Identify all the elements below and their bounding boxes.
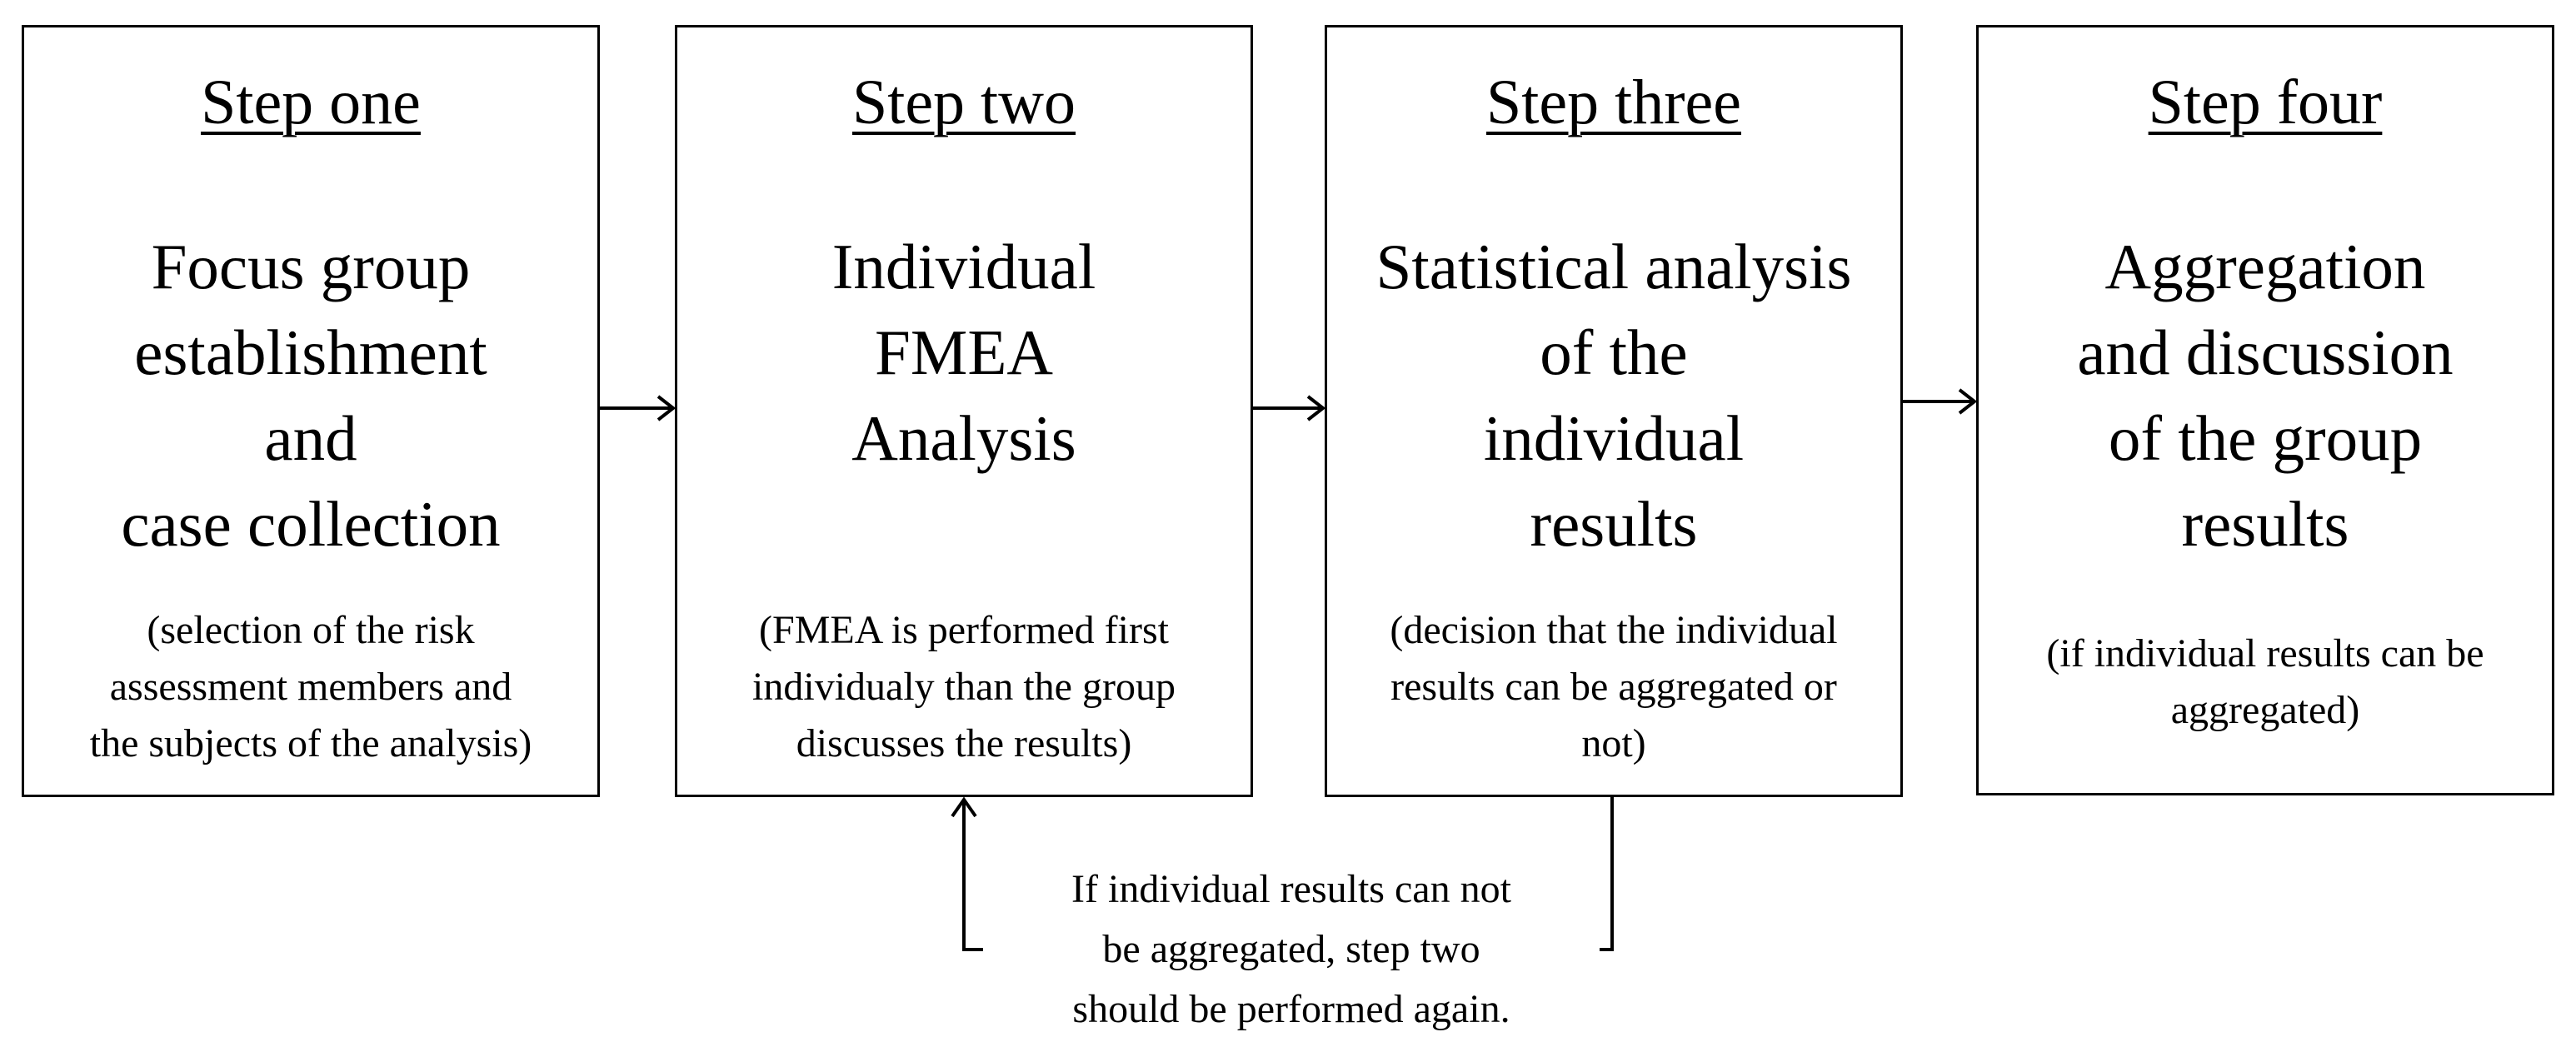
step-one-box: Step one Focus group establishment and c… <box>22 25 600 797</box>
step-two-note: (FMEA is performed first individualy tha… <box>677 602 1251 772</box>
step-three-description-line: of the <box>1540 317 1688 388</box>
step-three-description-line: individual <box>1483 402 1745 474</box>
step-three-title: Step three <box>1485 67 1741 137</box>
arrowhead-step3-to-step4 <box>1958 388 1978 415</box>
arrowhead-step1-to-step2 <box>656 395 676 421</box>
step-two-description: Individual FMEA Analysis <box>677 224 1251 481</box>
step-four-note: (if individual results can be aggregated… <box>1979 626 2552 739</box>
step-two-description-line: Individual <box>831 231 1096 302</box>
step-one-note-line: the subjects of the analysis) <box>89 721 532 765</box>
step-three-note-line: results can be aggregated or <box>1390 665 1837 709</box>
step-one-note-line: assessment members and <box>109 665 512 709</box>
step-three-description-line: Statistical analysis <box>1375 231 1852 302</box>
feedback-loop-note-line: be aggregated, step two <box>1102 927 1480 971</box>
feedback-loop-note-line: If individual results can not <box>1071 867 1511 911</box>
step-three-note: (decision that the individual results ca… <box>1327 602 1900 772</box>
step-two-note-line: discusses the results) <box>796 721 1132 765</box>
step-three-description: Statistical analysis of the individual r… <box>1327 224 1900 567</box>
step-four-note-line: (if individual results can be <box>2046 631 2484 676</box>
step-three-description-line: results <box>1530 488 1698 560</box>
step-four-description-line: of the group <box>2108 402 2423 474</box>
step-one-description-line: establishment <box>134 317 487 388</box>
step-four-title: Step four <box>2148 67 2383 137</box>
feedback-loop-note: If individual results can not be aggrega… <box>983 860 1600 1040</box>
step-one-title: Step one <box>201 67 421 137</box>
step-four-description-line: Aggregation <box>2104 231 2426 302</box>
step-four-note-line: aggregated) <box>2170 688 2360 732</box>
step-four-description-line: and discussion <box>2077 317 2454 388</box>
step-two-description-line: FMEA <box>875 317 1053 388</box>
step-two-note-line: (FMEA is performed first <box>759 608 1169 652</box>
step-four-description: Aggregation and discussion of the group … <box>1979 224 2552 567</box>
feedback-loop-note-line: should be performed again. <box>1072 987 1510 1031</box>
step-one-description-line: case collection <box>121 488 501 560</box>
step-one-description-line: Focus group <box>151 231 471 302</box>
arrowhead-feedback-to-step2 <box>951 796 977 818</box>
step-two-note-line: individualy than the group <box>752 665 1176 709</box>
step-three-note-line: (decision that the individual <box>1390 608 1838 652</box>
step-one-note: (selection of the risk assessment member… <box>24 602 597 772</box>
step-two-box: Step two Individual FMEA Analysis (FMEA … <box>675 25 1253 797</box>
step-two-description-line: Analysis <box>851 402 1076 474</box>
step-one-description: Focus group establishment and case colle… <box>24 224 597 567</box>
step-one-note-line: (selection of the risk <box>147 608 475 652</box>
arrowhead-step2-to-step3 <box>1306 395 1326 421</box>
step-four-description-line: results <box>2181 488 2349 560</box>
step-one-description-line: and <box>264 402 357 474</box>
step-two-title: Step two <box>851 67 1076 137</box>
step-four-box: Step four Aggregation and discussion of … <box>1976 25 2554 795</box>
step-three-box: Step three Statistical analysis of the i… <box>1325 25 1903 797</box>
step-three-note-line: not) <box>1581 721 1646 765</box>
